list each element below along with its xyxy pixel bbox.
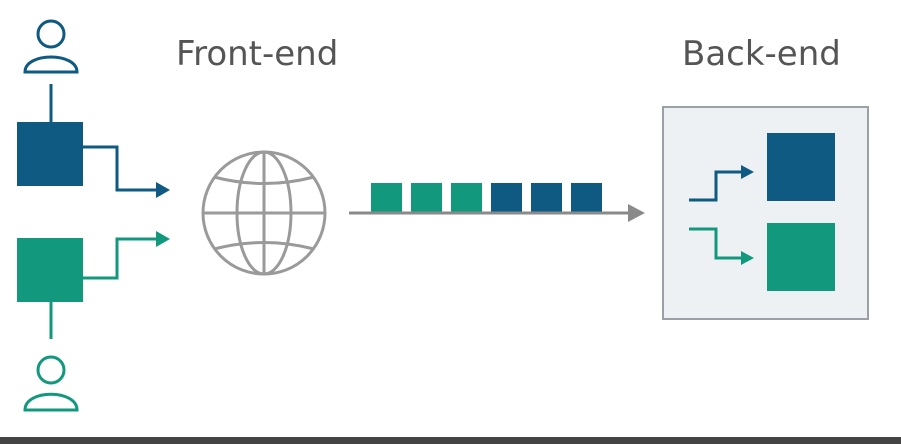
backend-bottom-arrowhead-icon bbox=[741, 251, 754, 265]
backend-label: Back-end bbox=[682, 34, 841, 74]
client-bottom-box bbox=[17, 238, 83, 302]
client-bottom-arrowhead-icon bbox=[156, 231, 170, 247]
backend-top-arrowhead-icon bbox=[741, 165, 754, 179]
queue-message-2 bbox=[411, 183, 442, 214]
queue-message-1 bbox=[371, 183, 402, 214]
frontend-label: Front-end bbox=[176, 34, 338, 74]
backend-panel bbox=[662, 106, 869, 320]
backend-service-top bbox=[767, 133, 835, 201]
queue-message-5 bbox=[531, 183, 562, 214]
user-bottom-icon bbox=[23, 355, 79, 412]
queue-message-4 bbox=[491, 183, 522, 214]
bottom-edge-bar bbox=[0, 437, 901, 444]
backend-service-bottom bbox=[767, 223, 835, 291]
globe-icon bbox=[201, 150, 327, 276]
client-top-request-arrow bbox=[83, 145, 156, 192]
client-top-box bbox=[17, 122, 83, 186]
backend-top-route-arrow bbox=[689, 170, 742, 202]
message-queue bbox=[371, 183, 602, 214]
queue-arrowhead-icon bbox=[628, 204, 645, 222]
queue-message-3 bbox=[451, 183, 482, 214]
client-bottom-request-arrow bbox=[83, 237, 156, 280]
client-top-arrowhead-icon bbox=[156, 182, 170, 198]
queue-message-6 bbox=[571, 183, 602, 214]
backend-bottom-route-arrow bbox=[689, 227, 742, 260]
user-top-icon bbox=[23, 19, 79, 74]
